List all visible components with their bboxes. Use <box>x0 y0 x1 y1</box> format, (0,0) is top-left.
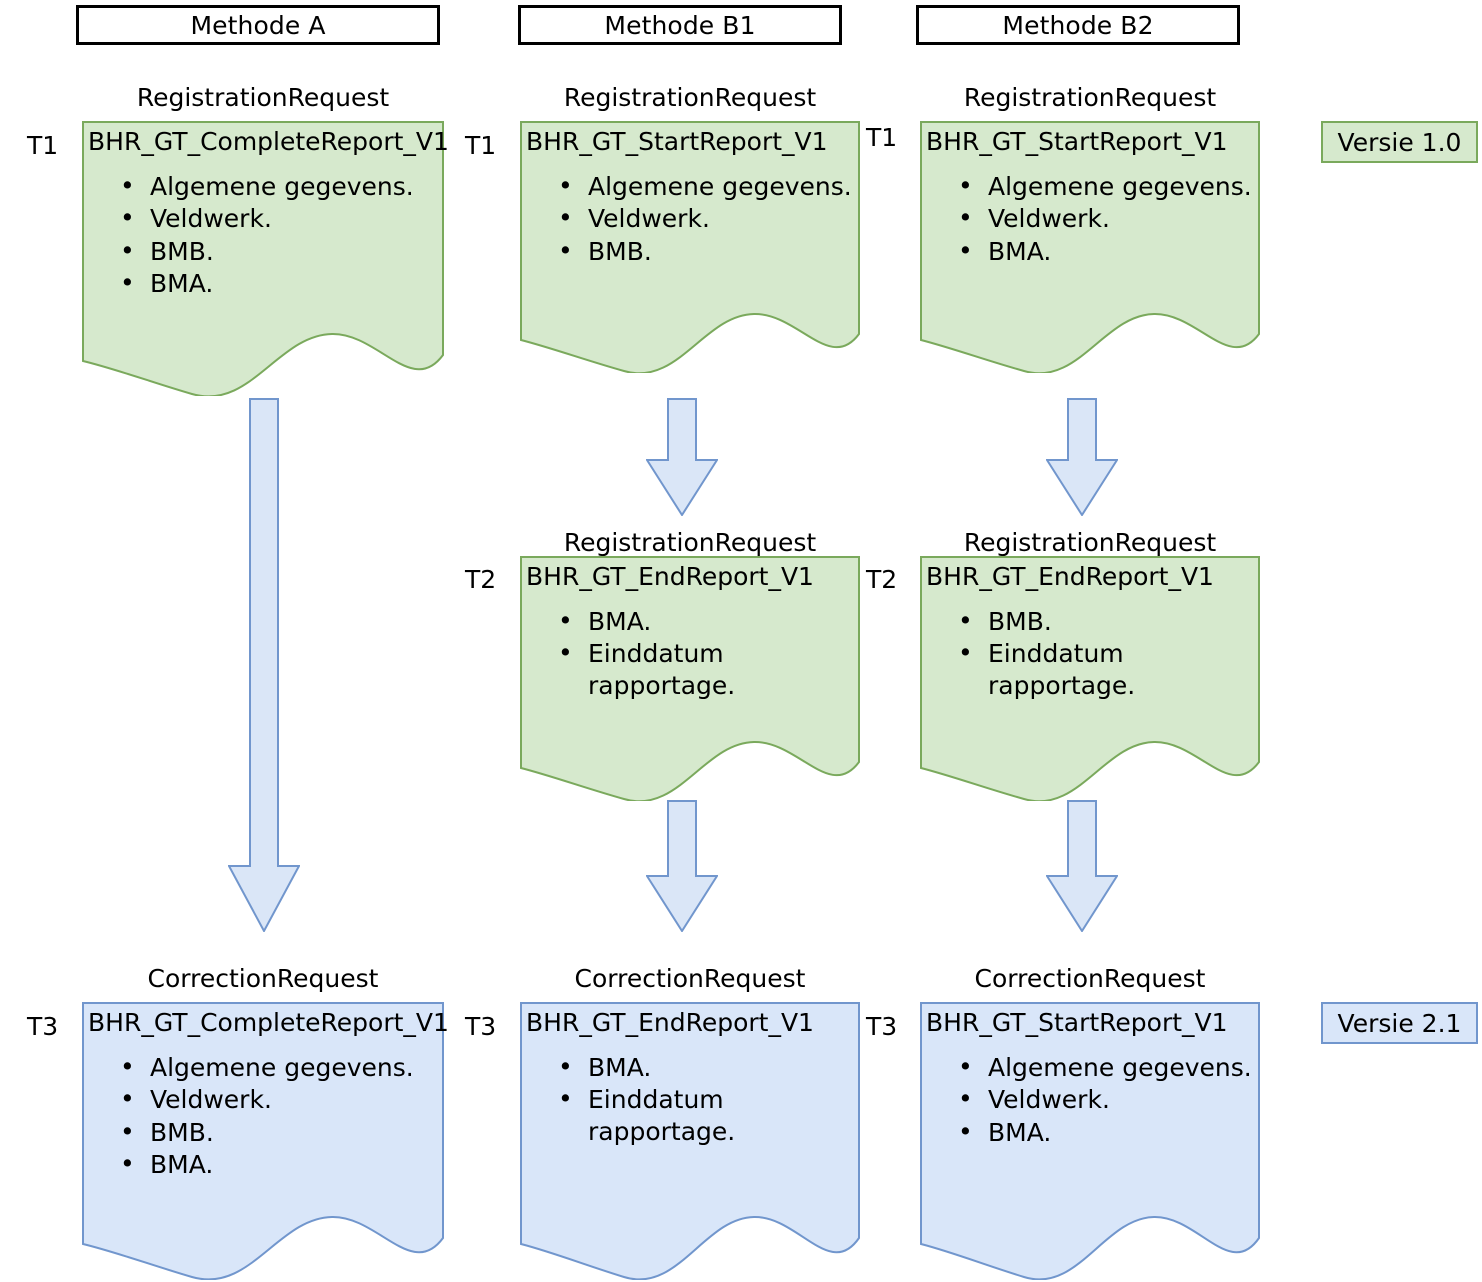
time-label-b1-t2-right: T2 <box>866 565 898 594</box>
doc-caption-a-t1: RegistrationRequest <box>136 83 390 112</box>
list-item: Algemene gegevens. <box>558 170 860 203</box>
doc-caption-b2-t1: RegistrationRequest <box>963 83 1217 112</box>
time-label-a-t3-left: T3 <box>27 1012 59 1041</box>
list-item: Algemene gegevens. <box>958 1051 1260 1084</box>
arrow-b1-t2-to-t3 <box>646 800 718 932</box>
doc-b2-t3: BHR_GT_StartReport_V1 Algemene gegevens.… <box>920 1002 1260 1280</box>
list-item: Algemene gegevens. <box>120 170 444 203</box>
doc-body-b2-t2: BHR_GT_EndReport_V1 BMB. Einddatum rappo… <box>920 556 1260 701</box>
list-item: Veldwerk. <box>958 1083 1260 1116</box>
list-item: BMA. <box>958 1116 1260 1149</box>
column-header-methode-b2: Methode B2 <box>916 5 1240 45</box>
time-label-b1-t2-left: T2 <box>465 565 497 594</box>
time-label-b1-t1-left: T1 <box>465 131 497 160</box>
doc-caption-a-t3: CorrectionRequest <box>147 964 379 993</box>
doc-caption-b1-t2: RegistrationRequest <box>563 528 817 557</box>
doc-b2-t2: BHR_GT_EndReport_V1 BMB. Einddatum rappo… <box>920 556 1260 801</box>
doc-list-a-t3: Algemene gegevens. Veldwerk. BMB. BMA. <box>88 1051 444 1181</box>
doc-title-a-t1: BHR_GT_CompleteReport_V1 <box>88 127 449 156</box>
doc-list-b1-t3: BMA. Einddatum rapportage. <box>526 1051 860 1148</box>
time-label-b1-t3-right: T3 <box>866 1012 898 1041</box>
list-item: Veldwerk. <box>558 202 860 235</box>
doc-b1-t2: BHR_GT_EndReport_V1 BMA. Einddatum rappo… <box>520 556 860 801</box>
doc-title-b2-t1: BHR_GT_StartReport_V1 <box>926 127 1228 156</box>
list-item: Veldwerk. <box>120 202 444 235</box>
doc-caption-b1-t1: RegistrationRequest <box>563 83 817 112</box>
time-label-b1-t1-right: T1 <box>866 123 898 152</box>
time-label-b1-t3-left: T3 <box>465 1012 497 1041</box>
list-item: BMA. <box>120 267 444 300</box>
doc-body-b1-t1: BHR_GT_StartReport_V1 Algemene gegevens.… <box>520 121 860 267</box>
list-item: Einddatum rapportage. <box>558 1083 860 1147</box>
list-item: BMB. <box>958 605 1260 638</box>
doc-b1-t1: BHR_GT_StartReport_V1 Algemene gegevens.… <box>520 121 860 373</box>
time-label-a-t1-left: T1 <box>27 131 59 160</box>
doc-title-b1-t3: BHR_GT_EndReport_V1 <box>526 1008 814 1037</box>
list-item: BMA. <box>958 235 1260 268</box>
down-arrow-icon <box>646 398 718 516</box>
doc-body-b2-t3: BHR_GT_StartReport_V1 Algemene gegevens.… <box>920 1002 1260 1148</box>
arrow-a-t1-to-t3 <box>228 398 300 932</box>
list-item: BMA. <box>120 1148 444 1181</box>
doc-title-b2-t2: BHR_GT_EndReport_V1 <box>926 562 1214 591</box>
list-item: BMA. <box>558 605 860 638</box>
list-item: Einddatum rapportage. <box>558 637 860 701</box>
doc-body-a-t1: BHR_GT_CompleteReport_V1 Algemene gegeve… <box>82 121 449 300</box>
list-item: BMA. <box>558 1051 860 1084</box>
doc-caption-b1-t3: CorrectionRequest <box>574 964 806 993</box>
doc-title-b1-t2: BHR_GT_EndReport_V1 <box>526 562 814 591</box>
list-item: BMB. <box>558 235 860 268</box>
doc-title-b1-t1: BHR_GT_StartReport_V1 <box>526 127 828 156</box>
column-header-methode-b1: Methode B1 <box>518 5 842 45</box>
down-arrow-icon <box>228 398 300 932</box>
arrow-b2-t1-to-t2 <box>1046 398 1118 516</box>
doc-list-b1-t1: Algemene gegevens. Veldwerk. BMB. <box>526 170 860 268</box>
list-item: Algemene gegevens. <box>958 170 1260 203</box>
list-item: Einddatum rapportage. <box>958 637 1260 701</box>
doc-list-b2-t2: BMB. Einddatum rapportage. <box>926 605 1260 702</box>
down-arrow-icon <box>1046 800 1118 932</box>
doc-b1-t3: BHR_GT_EndReport_V1 BMA. Einddatum rappo… <box>520 1002 860 1280</box>
arrow-b1-t1-to-t2 <box>646 398 718 516</box>
list-item: Algemene gegevens. <box>120 1051 444 1084</box>
doc-list-b1-t2: BMA. Einddatum rapportage. <box>526 605 860 702</box>
list-item: Veldwerk. <box>958 202 1260 235</box>
version-badge-1: Versie 1.0 <box>1321 121 1478 163</box>
doc-title-b2-t3: BHR_GT_StartReport_V1 <box>926 1008 1228 1037</box>
doc-caption-b2-t3: CorrectionRequest <box>974 964 1206 993</box>
list-item: Veldwerk. <box>120 1083 444 1116</box>
doc-a-t1: BHR_GT_CompleteReport_V1 Algemene gegeve… <box>82 121 449 396</box>
doc-list-b2-t3: Algemene gegevens. Veldwerk. BMA. <box>926 1051 1260 1149</box>
doc-body-a-t3: BHR_GT_CompleteReport_V1 Algemene gegeve… <box>82 1002 449 1181</box>
doc-body-b2-t1: BHR_GT_StartReport_V1 Algemene gegevens.… <box>920 121 1260 267</box>
doc-a-t3: BHR_GT_CompleteReport_V1 Algemene gegeve… <box>82 1002 449 1280</box>
down-arrow-icon <box>646 800 718 932</box>
doc-list-a-t1: Algemene gegevens. Veldwerk. BMB. BMA. <box>88 170 444 300</box>
down-arrow-icon <box>1046 398 1118 516</box>
doc-title-a-t3: BHR_GT_CompleteReport_V1 <box>88 1008 449 1037</box>
doc-body-b1-t2: BHR_GT_EndReport_V1 BMA. Einddatum rappo… <box>520 556 860 701</box>
arrow-b2-t2-to-t3 <box>1046 800 1118 932</box>
doc-list-b2-t1: Algemene gegevens. Veldwerk. BMA. <box>926 170 1260 268</box>
column-header-methode-a: Methode A <box>76 5 440 45</box>
doc-body-b1-t3: BHR_GT_EndReport_V1 BMA. Einddatum rappo… <box>520 1002 860 1147</box>
list-item: BMB. <box>120 1116 444 1149</box>
version-badge-2: Versie 2.1 <box>1321 1002 1478 1044</box>
doc-b2-t1: BHR_GT_StartReport_V1 Algemene gegevens.… <box>920 121 1260 373</box>
list-item: BMB. <box>120 235 444 268</box>
doc-caption-b2-t2: RegistrationRequest <box>963 528 1217 557</box>
